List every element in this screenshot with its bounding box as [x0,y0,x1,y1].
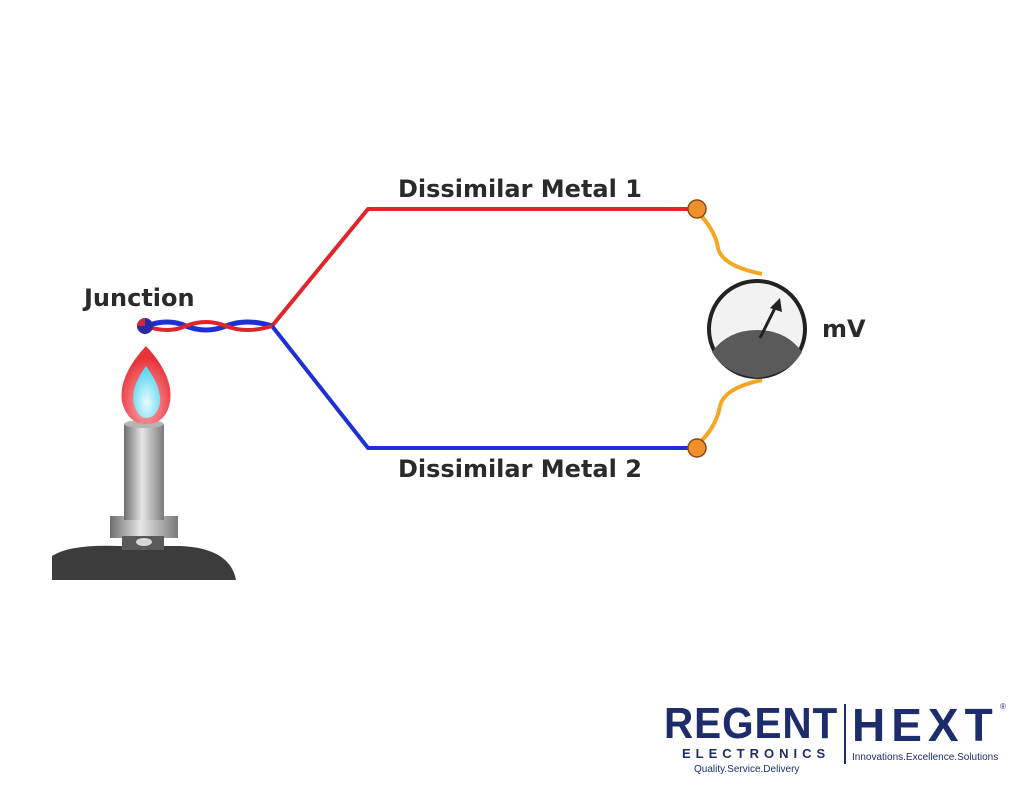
hext-logo-name: HEXT [852,699,999,751]
lead-wire-top [696,210,763,276]
metal-1-label: Dissimilar Metal 1 [398,175,642,203]
regent-logo-sub: ELECTRONICS [682,746,831,761]
terminal-top [687,199,707,219]
hext-logo-tagline: Innovations.Excellence.Solutions [852,752,999,763]
junction-twist-blue [145,319,273,333]
hext-registered-mark: ® [1000,702,1006,711]
flame-inner [133,366,161,418]
terminal-bottom [687,438,707,458]
lead-wire-bottom [696,378,763,446]
burner-collar [110,516,178,538]
burner-base [52,545,236,580]
millivoltmeter-icon [707,279,807,379]
metal-2-wire [270,324,694,450]
hext-logo: HEXT ® Innovations.Excellence.Solutions [852,702,1012,772]
regent-electronics-logo: REGENT ELECTRONICS Quality.Service.Deliv… [664,702,840,780]
meter-unit-label: mV [822,315,866,343]
junction-label: Junction [84,284,195,312]
regent-logo-name: REGENT [664,699,839,748]
metal-2-label: Dissimilar Metal 2 [398,455,642,483]
logo-divider [844,704,846,764]
burner-tube [124,424,164,520]
metal-1-wire [270,207,694,328]
junction-twist-red [145,320,273,332]
regent-logo-tagline: Quality.Service.Delivery [694,764,800,775]
